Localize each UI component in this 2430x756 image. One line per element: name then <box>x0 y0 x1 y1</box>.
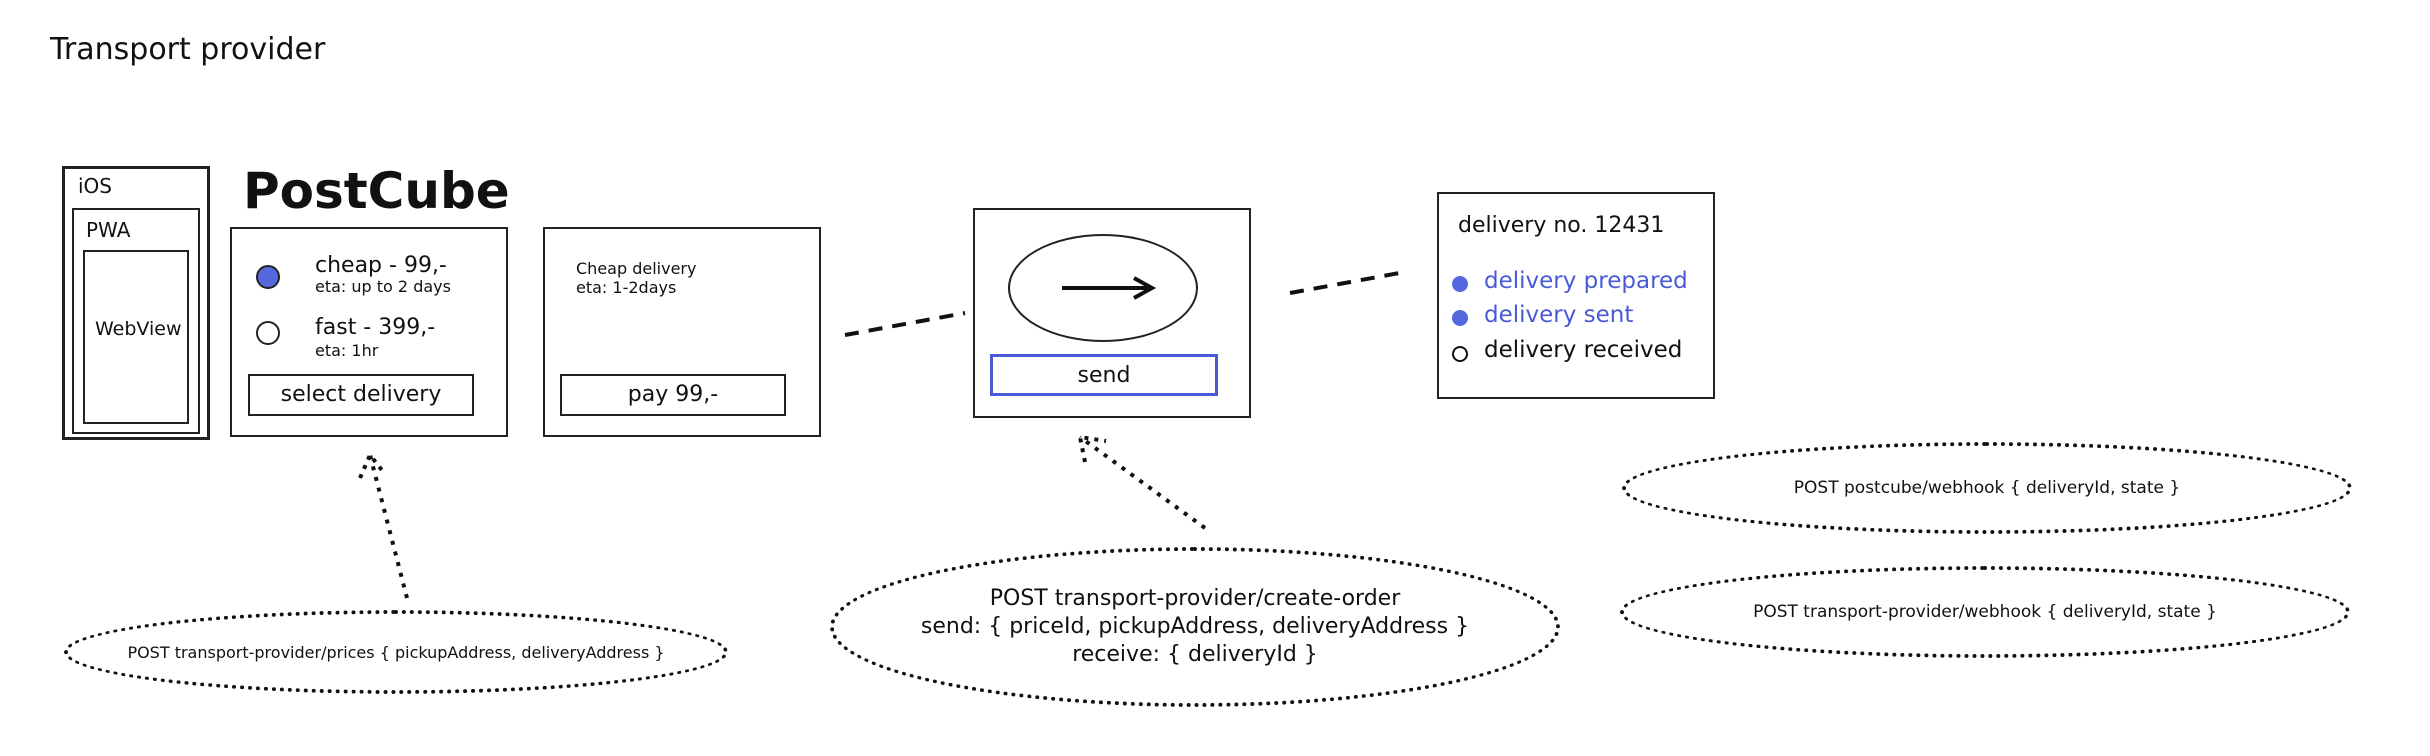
send-circle-button[interactable] <box>1008 234 1198 342</box>
api-postcube-webhook-text: POST postcube/webhook { deliveryId, stat… <box>1793 478 2181 498</box>
ios-label: iOS <box>78 174 112 198</box>
state-sent-label: delivery sent <box>1484 302 1634 328</box>
api-create-order-ellipse: POST transport-provider/create-order sen… <box>830 547 1560 707</box>
page-title: Transport provider <box>50 32 326 67</box>
option-cheap-eta: eta: up to 2 days <box>315 277 451 296</box>
option-fast-title: fast - 399,- <box>315 315 436 340</box>
api-postcube-webhook-ellipse: POST postcube/webhook { deliveryId, stat… <box>1622 442 2352 534</box>
arrow-right-icon <box>1062 276 1157 300</box>
radio-fast[interactable] <box>256 321 280 345</box>
option-fast-eta: eta: 1hr <box>315 341 379 360</box>
payment-panel <box>543 227 821 437</box>
app-logo: PostCube <box>243 162 510 220</box>
select-delivery-button[interactable]: select delivery <box>248 374 474 416</box>
state-prepared-label: delivery prepared <box>1484 268 1688 294</box>
delivery-number: delivery no. 12431 <box>1458 213 1665 238</box>
api-create-order-line1: POST transport-provider/create-order <box>989 586 1401 611</box>
state-received-label: delivery received <box>1484 337 1683 363</box>
connector-pay-to-send <box>844 311 966 337</box>
api-prices-ellipse: POST transport-provider/prices { pickupA… <box>64 610 728 694</box>
radio-cheap[interactable] <box>256 265 280 289</box>
connector-send-to-status <box>1289 270 1406 295</box>
state-prepared-icon <box>1452 276 1468 292</box>
option-cheap-title: cheap - 99,- <box>315 253 447 278</box>
arrow-prices-to-select <box>368 454 409 599</box>
arrowhead-prices <box>358 451 387 479</box>
send-button[interactable]: send <box>990 354 1218 396</box>
arrowhead-order <box>1077 434 1107 463</box>
api-create-order-line2: send: { priceId, pickupAddress, delivery… <box>920 614 1470 639</box>
api-transport-webhook-text: POST transport-provider/webhook { delive… <box>1753 602 2217 622</box>
api-create-order-line3: receive: { deliveryId } <box>1072 642 1318 667</box>
api-prices-text: POST transport-provider/prices { pickupA… <box>127 642 665 662</box>
webview-label: WebView <box>95 318 182 340</box>
webview-frame <box>83 250 189 424</box>
pay-button[interactable]: pay 99,- <box>560 374 786 416</box>
delivery-status-card <box>1437 192 1715 399</box>
state-received-icon <box>1452 346 1468 362</box>
payment-eta: eta: 1-2days <box>576 278 677 297</box>
arrow-order-to-send <box>1078 435 1207 530</box>
api-transport-webhook-ellipse: POST transport-provider/webhook { delive… <box>1620 566 2350 658</box>
payment-name: Cheap delivery <box>576 259 697 278</box>
pwa-label: PWA <box>86 218 131 242</box>
state-sent-icon <box>1452 310 1468 326</box>
